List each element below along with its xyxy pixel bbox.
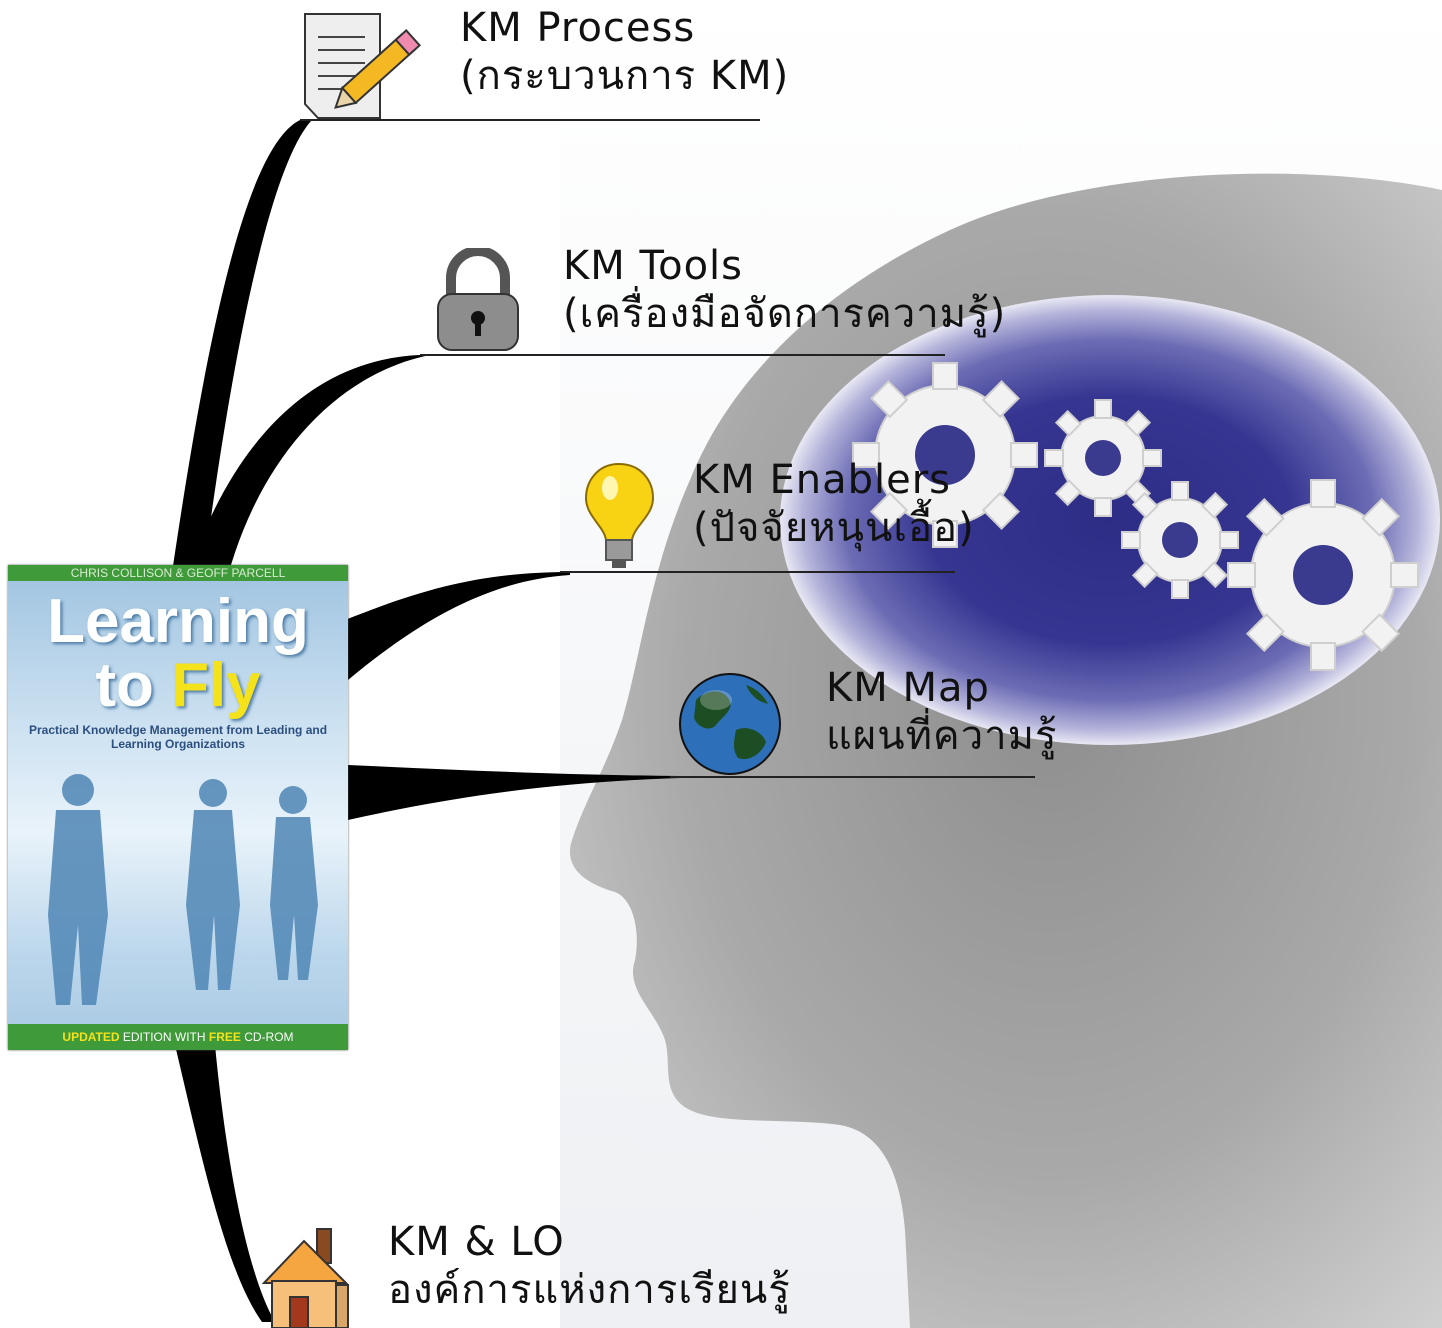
branch-label-km-enablers: KM Enablers (ปัจจัยหนุนเอื้อ) [693, 456, 975, 552]
book-title-line1: Learning [47, 587, 309, 656]
gear-icon [1044, 399, 1162, 517]
book-title-line2: to Fly [8, 651, 348, 721]
book-edition-free: FREE [208, 1030, 241, 1044]
branch-label-km-process: KM Process (กระบวนการ KM) [460, 4, 789, 100]
book-title-fly: Fly [171, 651, 261, 720]
branch-km-process [168, 120, 312, 600]
book-edition-banner: UPDATED EDITION WITH FREE CD-ROM [8, 1024, 348, 1050]
house-icon [262, 1228, 349, 1328]
branch-title: KM Enablers [693, 457, 951, 503]
branch-subtitle: แผนที่ความรู้ [826, 713, 1058, 759]
book-edition-cdrom: CD-ROM [240, 1030, 294, 1044]
gear-icon [1121, 481, 1239, 599]
book-authors: CHRIS COLLISON & GEOFF PARCELL [8, 565, 348, 581]
book-edition-middle: EDITION WITH [119, 1030, 209, 1044]
branch-subtitle: (เครื่องมือจัดการความรู้) [563, 291, 1007, 337]
gears [852, 362, 1419, 671]
book-edition-updated: UPDATED [62, 1030, 120, 1044]
branch-label-km-tools: KM Tools (เครื่องมือจัดการความรู้) [563, 242, 1006, 338]
branch-title: KM & LO [388, 1219, 565, 1265]
branch-subtitle: (กระบวนการ KM) [460, 53, 790, 99]
lightbulb-icon [584, 462, 655, 568]
business-people-silhouettes [48, 774, 318, 1005]
globe-icon [679, 673, 781, 775]
book-title-to: to [95, 651, 172, 720]
pencil-paper-icon [304, 13, 422, 119]
branch-km-map [348, 765, 680, 820]
book-subtitle: Practical Knowledge Management from Lead… [28, 723, 328, 751]
branch-label-km-lo: KM & LO องค์การแห่งการเรียนรู้ [388, 1218, 791, 1314]
branch-km-enablers [345, 572, 570, 680]
underlines [300, 119, 1035, 778]
branch-subtitle: (ปัจจัยหนุนเอื้อ) [693, 505, 975, 551]
book-cover: CHRIS COLLISON & GEOFF PARCELL Learning … [8, 565, 348, 1050]
branch-title: KM Map [826, 665, 990, 711]
branch-title: KM Process [460, 5, 696, 51]
padlock-icon [437, 248, 519, 351]
branch-title: KM Tools [563, 243, 743, 289]
gear-icon [852, 362, 1038, 548]
gear-icon [1227, 479, 1419, 671]
branch-km-lo [175, 1045, 275, 1322]
branch-label-km-map: KM Map แผนที่ความรู้ [826, 664, 1057, 760]
branch-subtitle: องค์การแห่งการเรียนรู้ [388, 1267, 791, 1313]
